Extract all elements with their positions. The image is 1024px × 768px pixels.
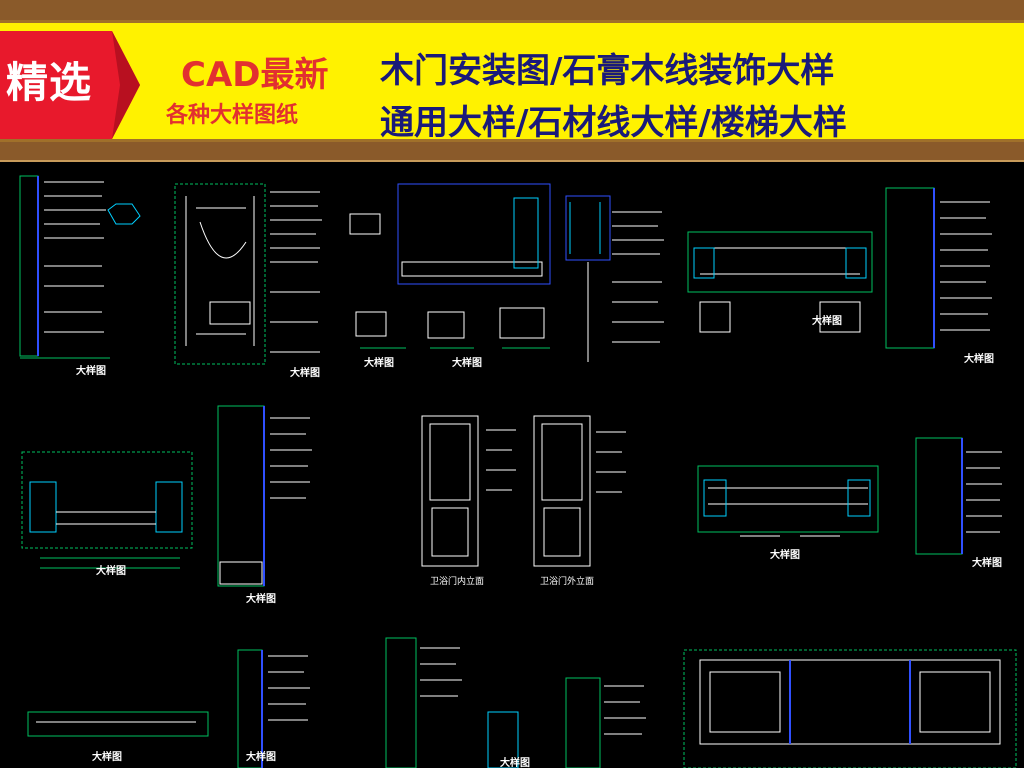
subtitle-line1: CAD最新 [181, 55, 329, 95]
detail-drawing-6 [885, 187, 992, 349]
top-frame-strip [0, 0, 1024, 22]
detail-drawing-13 [385, 637, 519, 768]
door-elevation-outer [533, 415, 626, 567]
detail-drawing-12 [237, 649, 310, 768]
detail-label-10: 大样图 [972, 558, 1002, 569]
detail-drawing-10 [915, 437, 1002, 555]
detail-drawing-3 [349, 183, 551, 349]
door-elevation-inner [421, 415, 516, 567]
detail-drawing-4 [565, 195, 664, 362]
detail-drawing-11 [27, 711, 209, 737]
detail-label-13: 大样图 [500, 758, 530, 768]
detail-label-11: 大样图 [92, 752, 122, 763]
detail-drawing-1 [19, 175, 141, 359]
subtitle-line2: 各种大样图纸 [166, 103, 299, 128]
ribbon-shape [0, 31, 140, 139]
headline-line2: 通用大样/石材线大样/楼梯大样 [380, 103, 847, 143]
detail-label-5: 大样图 [812, 316, 842, 327]
detail-label-2: 大样图 [290, 368, 320, 379]
bottom-frame-strip [0, 142, 1024, 162]
door-outer-label: 卫浴门外立面 [540, 577, 595, 587]
detail-label-8: 大样图 [246, 594, 276, 605]
detail-label-12: 大样图 [246, 752, 276, 763]
detail-label-3: 大样图 [364, 358, 394, 369]
cad-drawings-svg [19, 175, 1017, 768]
header-banner: 精选 CAD最新 各种大样图纸 木门安装图/石膏木线装饰大样 通用大样/石材线大… [0, 20, 1024, 143]
detail-drawing-8 [217, 405, 312, 587]
detail-label-7: 大样图 [96, 566, 126, 577]
badge-text: 精选 [6, 58, 93, 107]
detail-label-4: 大样图 [452, 358, 482, 369]
detail-drawing-7 [21, 451, 193, 569]
door-inner-label: 卫浴门内立面 [430, 577, 485, 587]
cad-drawing-area: 大样图 大样图 大样图 大样图 大样图 大样图 大样图 大样图 卫浴门内立面 卫… [0, 162, 1024, 768]
headline-line1: 木门安装图/石膏木线装饰大样 [380, 51, 835, 91]
detail-drawing-2 [174, 183, 322, 365]
detail-label-6: 大样图 [964, 354, 994, 365]
detail-label-9: 大样图 [770, 550, 800, 561]
badge-ribbon: 精选 [0, 31, 140, 139]
detail-drawing-15 [683, 649, 1017, 768]
detail-label-1: 大样图 [76, 366, 106, 377]
detail-drawing-5 [687, 231, 873, 333]
detail-drawing-14 [565, 677, 646, 768]
detail-drawing-9 [697, 465, 879, 537]
